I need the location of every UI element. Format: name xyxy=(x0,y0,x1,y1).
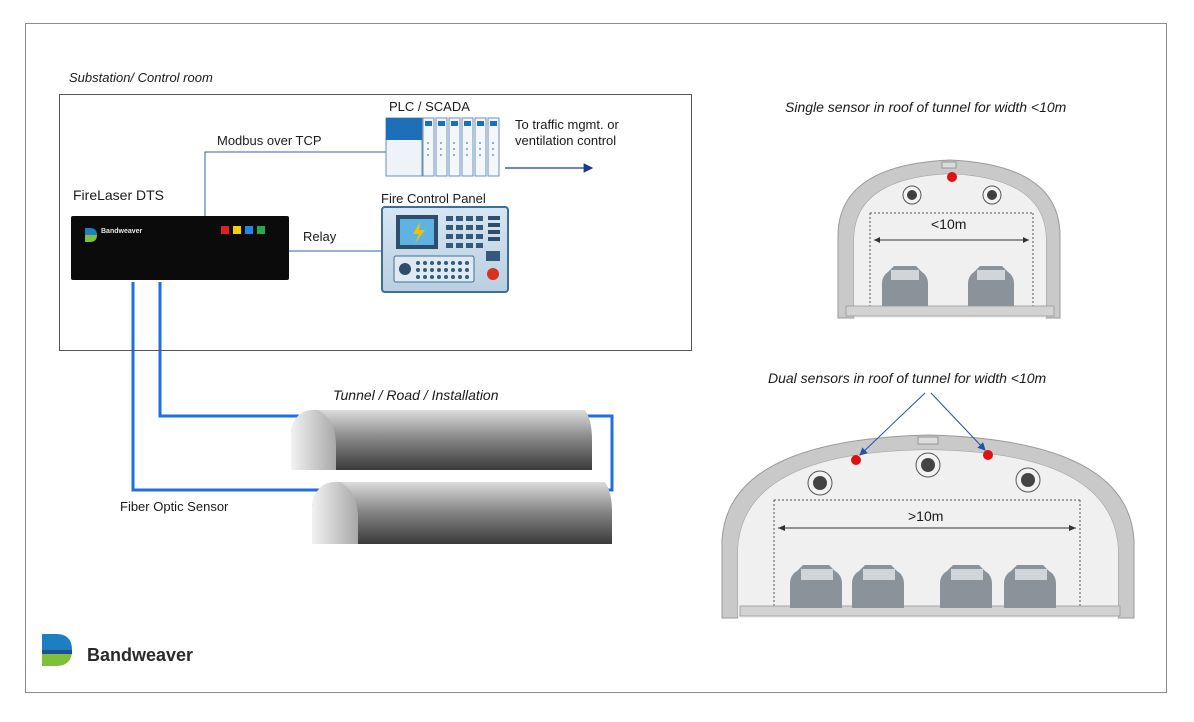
firelaser-dts-label: FireLaser DTS xyxy=(73,187,165,203)
plc-scada-device xyxy=(385,117,500,177)
sensor-pointer-arrow xyxy=(930,392,986,451)
sensor-pointer-arrow xyxy=(859,392,926,456)
bandweaver-logo-icon xyxy=(42,634,72,666)
tunnel-tube-front xyxy=(312,481,612,544)
car-icon xyxy=(852,565,904,608)
modbus-connection xyxy=(204,151,392,216)
sensor-dot xyxy=(983,450,993,460)
car-icon xyxy=(1004,565,1056,608)
firelaser-dts-device: Bandweaver xyxy=(71,216,289,280)
fire-control-panel-label: Fire Control Panel xyxy=(381,191,486,206)
tunnel-section-single xyxy=(837,159,1061,319)
device-led-yellow xyxy=(233,226,241,234)
width-small-label: <10m xyxy=(931,216,967,232)
relay-label: Relay xyxy=(303,229,337,244)
device-led-blue xyxy=(245,226,253,234)
dual-sensor-caption: Dual sensors in roof of tunnel for width… xyxy=(768,370,1047,386)
modbus-label: Modbus over TCP xyxy=(217,133,322,148)
width-large-label: >10m xyxy=(908,508,944,524)
diagram-frame xyxy=(25,23,1167,693)
traffic-label-line2: ventilation control xyxy=(515,133,617,148)
sensor-dot xyxy=(851,455,861,465)
car-icon xyxy=(790,565,842,608)
tunnel-tube-back xyxy=(291,409,592,470)
device-led-green xyxy=(257,226,265,234)
substation-label: Substation/ Control room xyxy=(69,70,213,85)
sensor-dot xyxy=(947,172,957,182)
tunnel-section-dual xyxy=(721,434,1135,619)
footer-brand-name: Bandweaver xyxy=(87,645,194,665)
single-sensor-caption: Single sensor in roof of tunnel for widt… xyxy=(785,99,1067,115)
fiber-optic-label: Fiber Optic Sensor xyxy=(120,499,229,514)
tunnel-road-label: Tunnel / Road / Installation xyxy=(333,387,499,403)
car-icon xyxy=(968,266,1014,306)
fiber-optic-loop xyxy=(131,282,614,492)
plc-scada-label: PLC / SCADA xyxy=(389,99,470,114)
fire-control-panel xyxy=(381,206,509,293)
device-brand-label: Bandweaver xyxy=(101,228,143,235)
car-icon xyxy=(940,565,992,608)
device-led-red xyxy=(221,226,229,234)
traffic-label-line1: To traffic mgmt. or xyxy=(515,117,619,132)
control-room-box xyxy=(59,94,692,351)
car-icon xyxy=(882,266,928,306)
device-logo-icon xyxy=(85,228,97,242)
